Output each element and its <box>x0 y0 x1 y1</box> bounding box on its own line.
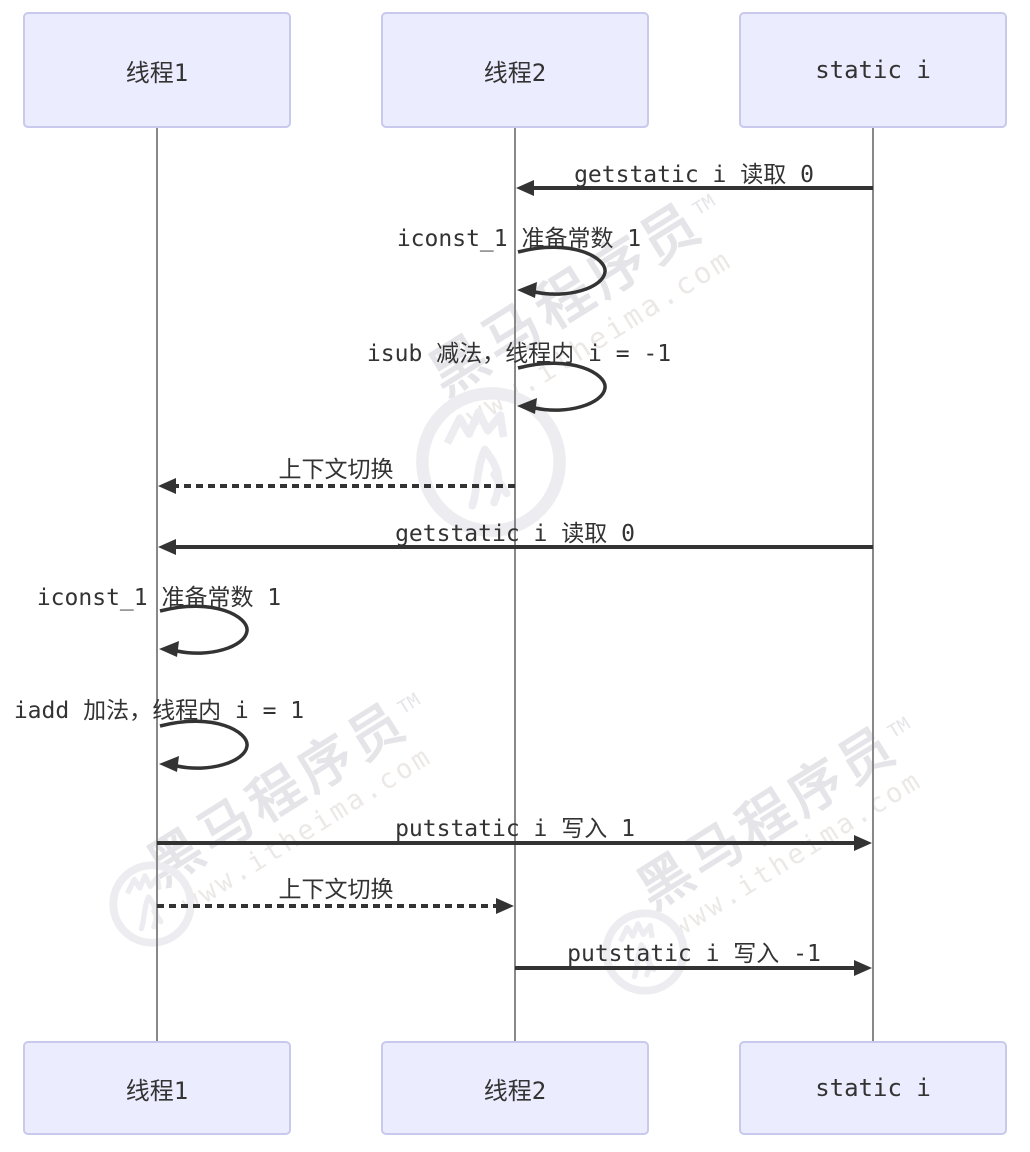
message-arrow-4 <box>157 835 872 851</box>
message-label-6: iconst_1 准备常数 1 <box>36 585 282 611</box>
message-arrow-5 <box>157 898 514 914</box>
self-loop-3 <box>159 604 249 657</box>
actor-box-static-i-top: static i <box>739 12 1007 128</box>
actor-box-static-i-bottom: static i <box>739 1041 1007 1135</box>
message-label-5: getstatic i 读取 0 <box>395 521 635 547</box>
message-arrow-3 <box>158 539 873 555</box>
actor-label: 线程1 <box>125 1076 189 1105</box>
actor-label: 线程1 <box>125 58 189 87</box>
actor-box-thread1-bottom: 线程1 <box>23 1041 291 1135</box>
message-arrow-2 <box>158 478 515 494</box>
message-arrow-1 <box>516 180 873 196</box>
self-loop-1 <box>517 245 607 298</box>
actor-box-thread2-bottom: 线程2 <box>381 1041 649 1135</box>
actor-label: 线程2 <box>483 1076 547 1105</box>
message-label-1: getstatic i 读取 0 <box>574 162 814 188</box>
actor-label: 线程2 <box>483 58 547 87</box>
message-label-2: iconst_1 准备常数 1 <box>396 226 642 252</box>
self-loop-4 <box>159 719 249 772</box>
self-loop-2 <box>517 361 607 414</box>
actor-box-thread2-top: 线程2 <box>381 12 649 128</box>
actor-box-thread1-top: 线程1 <box>23 12 291 128</box>
actor-label: static i <box>815 56 931 84</box>
message-label-7: iadd 加法，线程内 i = 1 <box>13 698 305 724</box>
message-label-8: putstatic i 写入 1 <box>395 816 635 842</box>
message-label-3: isub 减法，线程内 i = -1 <box>366 341 672 367</box>
actor-label: static i <box>815 1074 931 1102</box>
message-label-4: 上下文切换 <box>278 457 394 483</box>
message-label-10: putstatic i 写入 -1 <box>567 941 821 967</box>
message-label-9: 上下文切换 <box>278 877 394 903</box>
